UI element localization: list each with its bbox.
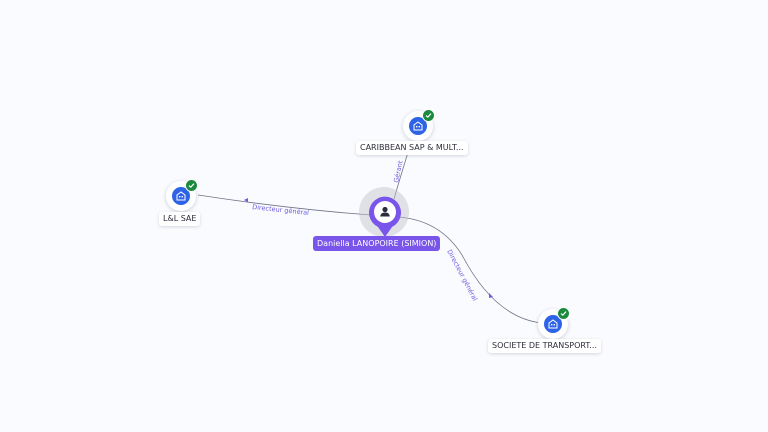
company-node-caribbean[interactable]	[403, 109, 435, 141]
company-building-icon	[409, 117, 427, 135]
edge-label-ll: Directeur général	[252, 203, 310, 217]
person-node[interactable]	[366, 193, 404, 239]
verified-check-icon	[185, 179, 198, 192]
edge-person-societe	[397, 216, 543, 324]
verified-check-icon	[557, 307, 570, 320]
company-label-societe[interactable]: SOCIETE DE TRANSPORT...	[488, 339, 601, 353]
person-icon	[380, 206, 390, 217]
company-building-icon	[544, 315, 562, 333]
company-label-ll[interactable]: L&L SAE	[159, 212, 201, 226]
edge-person-ll	[197, 194, 372, 216]
company-node-ll[interactable]	[166, 179, 198, 211]
company-node-societe[interactable]	[538, 307, 570, 339]
edge-arrow-ll	[244, 198, 248, 202]
edge-label-caribbean: Gérant	[392, 159, 405, 183]
company-label-caribbean[interactable]: CARIBBEAN SAP & MULT...	[356, 141, 468, 155]
edge-arrow-societe	[489, 293, 493, 298]
verified-check-icon	[422, 109, 435, 122]
company-building-icon	[172, 187, 190, 205]
person-name-label[interactable]: Daniella LANOPOIRE (SIMION)	[313, 236, 441, 251]
